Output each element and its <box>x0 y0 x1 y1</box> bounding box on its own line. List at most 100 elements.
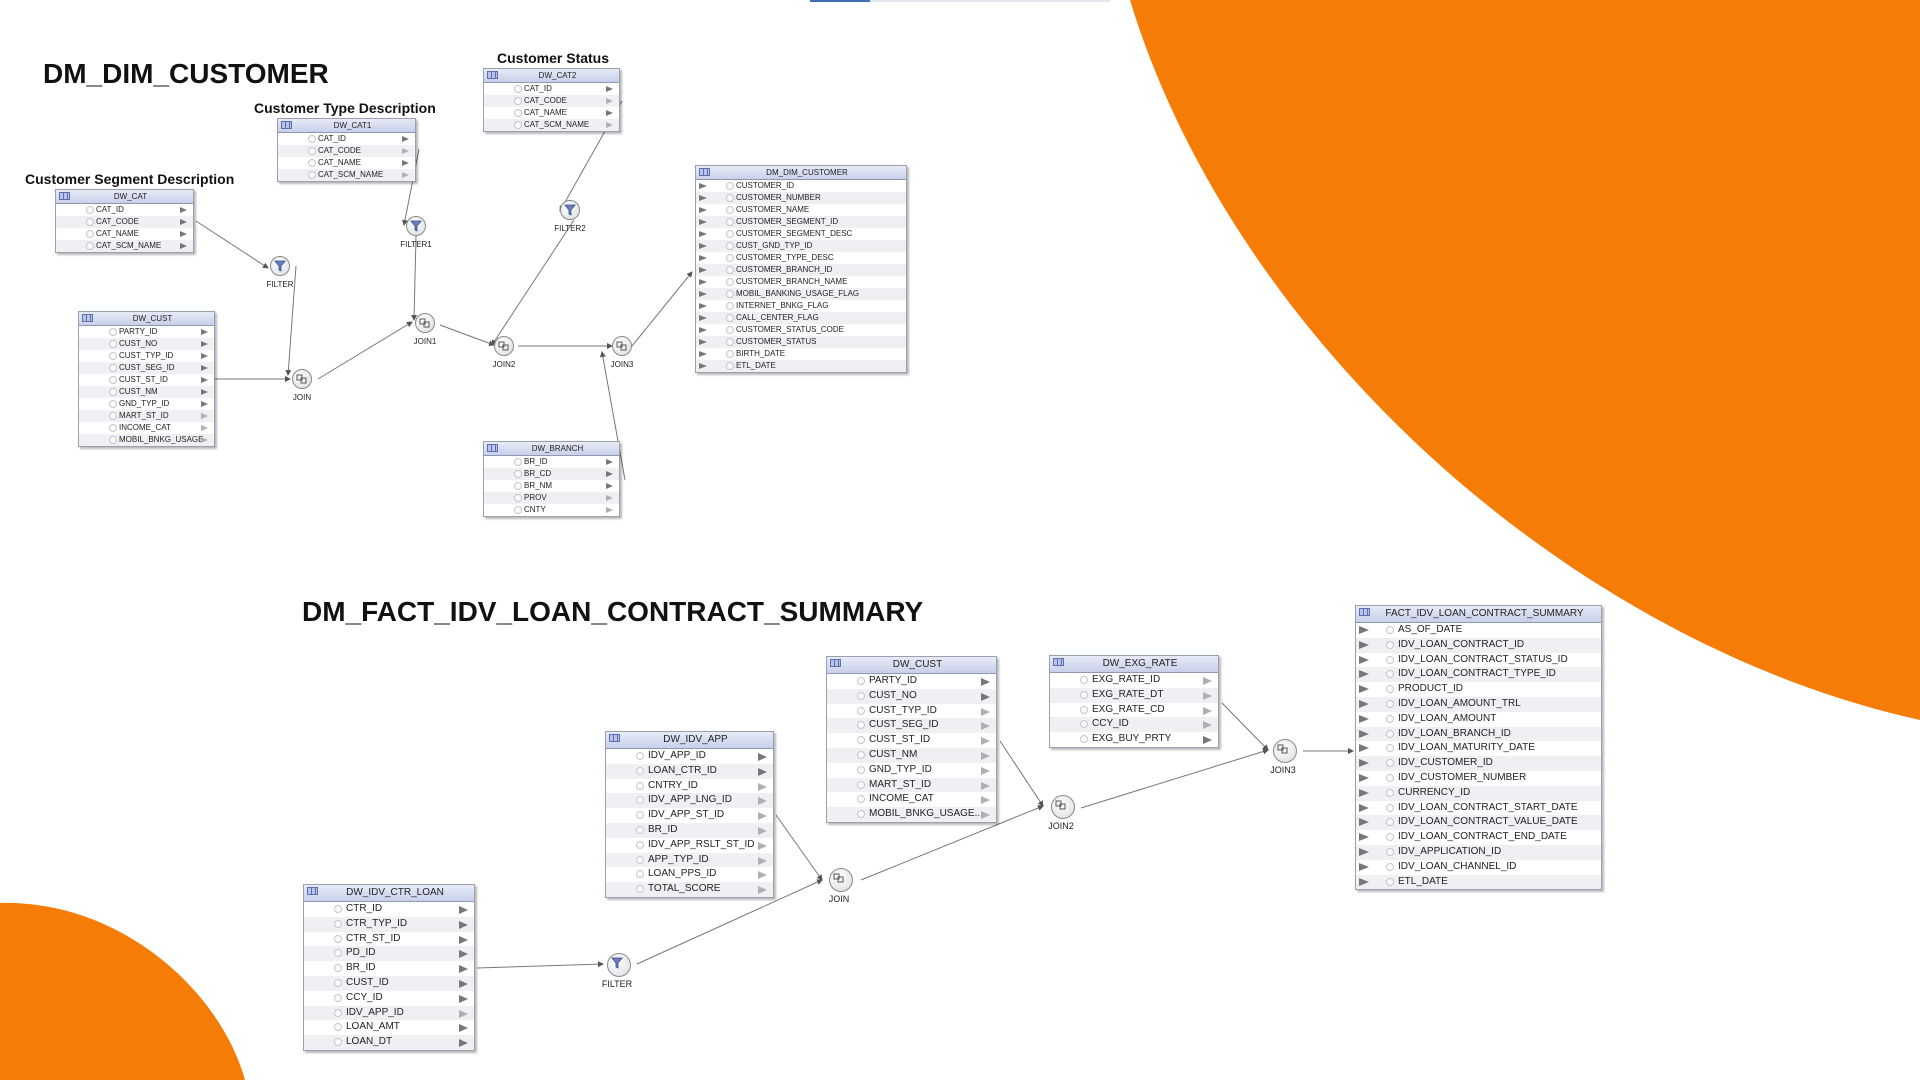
fact-join-operator[interactable]: JOIN <box>829 868 853 904</box>
column-row[interactable]: IDV_LOAN_AMOUNT <box>1356 712 1601 727</box>
column-row[interactable]: CNTRY_ID <box>606 779 773 794</box>
column-row[interactable]: IDV_CUSTOMER_NUMBER <box>1356 771 1601 786</box>
column-row[interactable]: MART_ST_ID <box>827 777 996 793</box>
column-row[interactable]: CAT_NAME <box>278 157 415 169</box>
column-row[interactable]: CAT_SCM_NAME <box>56 240 193 252</box>
table-header[interactable]: DW_EXG_RATE <box>1050 656 1218 673</box>
column-row[interactable]: PARTY_ID <box>79 326 214 338</box>
column-row[interactable]: IDV_APP_ST_ID <box>606 808 773 823</box>
filter1-operator[interactable]: FILTER1 <box>400 216 432 249</box>
column-row[interactable]: MOBIL_BANKING_USAGE_FLAG <box>696 288 906 300</box>
column-row[interactable]: CUST_NM <box>827 747 996 763</box>
column-row[interactable]: EXG_BUY_PRTY <box>1050 732 1218 747</box>
column-row[interactable]: CAT_SCM_NAME <box>484 119 619 131</box>
column-row[interactable]: LOAN_PPS_ID <box>606 867 773 882</box>
column-row[interactable]: CUST_NO <box>827 688 996 704</box>
column-row[interactable]: IDV_LOAN_CONTRACT_ID <box>1356 637 1601 653</box>
column-row[interactable]: IDV_LOAN_MATURITY_DATE <box>1356 741 1601 756</box>
column-row[interactable]: IDV_APP_RSLT_ST_ID <box>606 838 773 853</box>
fact-join3-operator[interactable]: JOIN3 <box>1270 739 1297 775</box>
table-header[interactable]: DW_CAT1 <box>278 119 415 133</box>
join3-operator[interactable]: JOIN3 <box>611 336 633 369</box>
column-row[interactable]: EXG_RATE_CD <box>1050 703 1218 718</box>
column-row[interactable]: CTR_ST_ID <box>304 932 474 947</box>
column-row[interactable]: ETL_DATE <box>1356 874 1601 890</box>
column-row[interactable]: CUST_TYP_ID <box>827 704 996 719</box>
column-row[interactable]: AS_OF_DATE <box>1356 623 1601 638</box>
table-header[interactable]: FACT_IDV_LOAN_CONTRACT_SUMMARY <box>1356 606 1601 623</box>
column-row[interactable]: PRODUCT_ID <box>1356 682 1601 697</box>
column-row[interactable]: CAT_SCM_NAME <box>278 169 415 181</box>
column-row[interactable]: GND_TYP_ID <box>827 763 996 778</box>
table-header[interactable]: DW_CUST <box>827 657 996 674</box>
table-header[interactable]: DM_DIM_CUSTOMER <box>696 166 906 180</box>
column-row[interactable]: CUSTOMER_SEGMENT_DESC <box>696 228 906 240</box>
column-row[interactable]: CAT_CODE <box>56 216 193 228</box>
column-row[interactable]: IDV_APPLICATION_ID <box>1356 844 1601 860</box>
column-row[interactable]: CAT_ID <box>278 133 415 145</box>
column-row[interactable]: CUSTOMER_NAME <box>696 204 906 216</box>
column-row[interactable]: MOBIL_BNKG_USAGE <box>79 434 214 446</box>
column-row[interactable]: BR_ID <box>484 456 619 468</box>
column-row[interactable]: IDV_LOAN_CONTRACT_START_DATE <box>1356 801 1601 816</box>
column-row[interactable]: IDV_APP_ID <box>606 749 773 764</box>
column-row[interactable]: CAT_NAME <box>56 228 193 240</box>
column-row[interactable]: CUST_GND_TYP_ID <box>696 240 906 252</box>
column-row[interactable]: CUSTOMER_STATUS <box>696 336 906 348</box>
column-row[interactable]: EXG_RATE_DT <box>1050 687 1218 703</box>
column-row[interactable]: CUST_ST_ID <box>79 374 214 386</box>
column-row[interactable]: IDV_LOAN_CONTRACT_END_DATE <box>1356 830 1601 845</box>
column-row[interactable]: IDV_LOAN_CHANNEL_ID <box>1356 860 1601 875</box>
column-row[interactable]: CAT_CODE <box>484 95 619 107</box>
column-row[interactable]: CUSTOMER_TYPE_DESC <box>696 252 906 264</box>
column-row[interactable]: PD_ID <box>304 946 474 962</box>
column-row[interactable]: APP_TYP_ID <box>606 852 773 868</box>
column-row[interactable]: CUST_ID <box>304 975 474 991</box>
column-row[interactable]: CTR_TYP_ID <box>304 916 474 932</box>
column-row[interactable]: CAT_CODE <box>278 145 415 157</box>
column-row[interactable]: BIRTH_DATE <box>696 348 906 360</box>
column-row[interactable]: CALL_CENTER_FLAG <box>696 312 906 324</box>
table-header[interactable]: DW_CAT2 <box>484 69 619 83</box>
filter2-operator[interactable]: FILTER2 <box>554 200 586 233</box>
join-operator[interactable]: JOIN <box>292 369 312 402</box>
table-header[interactable]: DW_IDV_CTR_LOAN <box>304 885 474 902</box>
table-header[interactable]: DW_CUST <box>79 312 214 326</box>
column-row[interactable]: IDV_LOAN_AMOUNT_TRL <box>1356 696 1601 712</box>
column-row[interactable]: INCOME_CAT <box>827 792 996 807</box>
column-row[interactable]: EXG_RATE_ID <box>1050 673 1218 688</box>
column-row[interactable]: IDV_LOAN_BRANCH_ID <box>1356 726 1601 742</box>
column-row[interactable]: CUST_SEG_ID <box>79 362 214 374</box>
column-row[interactable]: IDV_CUSTOMER_ID <box>1356 756 1601 771</box>
column-row[interactable]: CCY_ID <box>1050 717 1218 733</box>
column-row[interactable]: GND_TYP_ID <box>79 398 214 410</box>
column-row[interactable]: LOAN_CTR_ID <box>606 763 773 779</box>
column-row[interactable]: CTR_ID <box>304 902 474 917</box>
filter-operator[interactable]: FILTER <box>267 256 293 289</box>
column-row[interactable]: IDV_LOAN_CONTRACT_TYPE_ID <box>1356 667 1601 683</box>
column-row[interactable]: CUSTOMER_BRANCH_NAME <box>696 276 906 288</box>
column-row[interactable]: INCOME_CAT <box>79 422 214 434</box>
fact-filter-operator[interactable]: FILTER <box>602 953 632 989</box>
column-row[interactable]: CAT_ID <box>484 83 619 95</box>
column-row[interactable]: PROV <box>484 492 619 504</box>
column-row[interactable]: ETL_DATE <box>696 360 906 372</box>
column-row[interactable]: LOAN_DT <box>304 1035 474 1050</box>
column-row[interactable]: CUSTOMER_ID <box>696 180 906 192</box>
column-row[interactable]: IDV_APP_ID <box>304 1005 474 1021</box>
column-row[interactable]: CUST_TYP_ID <box>79 350 214 362</box>
column-row[interactable]: PARTY_ID <box>827 674 996 689</box>
column-row[interactable]: CUST_NM <box>79 386 214 398</box>
column-row[interactable]: CUSTOMER_BRANCH_ID <box>696 264 906 276</box>
column-row[interactable]: CNTY <box>484 504 619 516</box>
column-row[interactable]: CAT_NAME <box>484 107 619 119</box>
join2-operator[interactable]: JOIN2 <box>493 336 515 369</box>
column-row[interactable]: CUST_SEG_ID <box>827 718 996 734</box>
